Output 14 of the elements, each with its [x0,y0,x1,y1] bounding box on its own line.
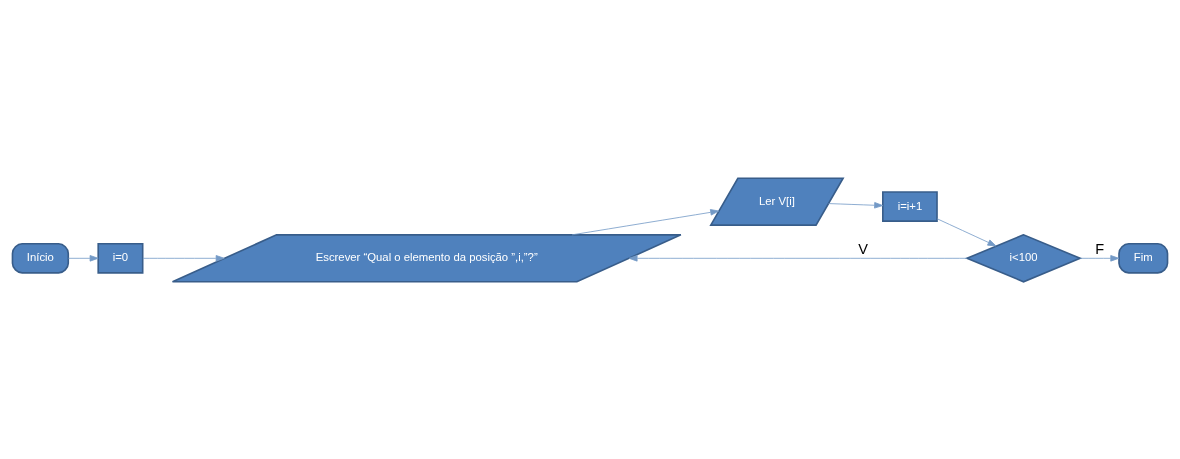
edge-label: F [1095,240,1105,257]
arrow [68,254,99,262]
arrow [936,217,997,246]
arrow [828,201,884,208]
node-box: Início [11,242,70,274]
edge-label: V [858,240,868,257]
arrow [142,254,225,262]
arrow [571,208,720,235]
arrow [628,254,968,262]
node-diamond: i<100 [964,233,1083,283]
node-box: i=0 [97,242,144,274]
arrow [1079,254,1120,262]
node-box: Fim [1118,242,1169,274]
node-box: i=i+1 [882,190,938,222]
